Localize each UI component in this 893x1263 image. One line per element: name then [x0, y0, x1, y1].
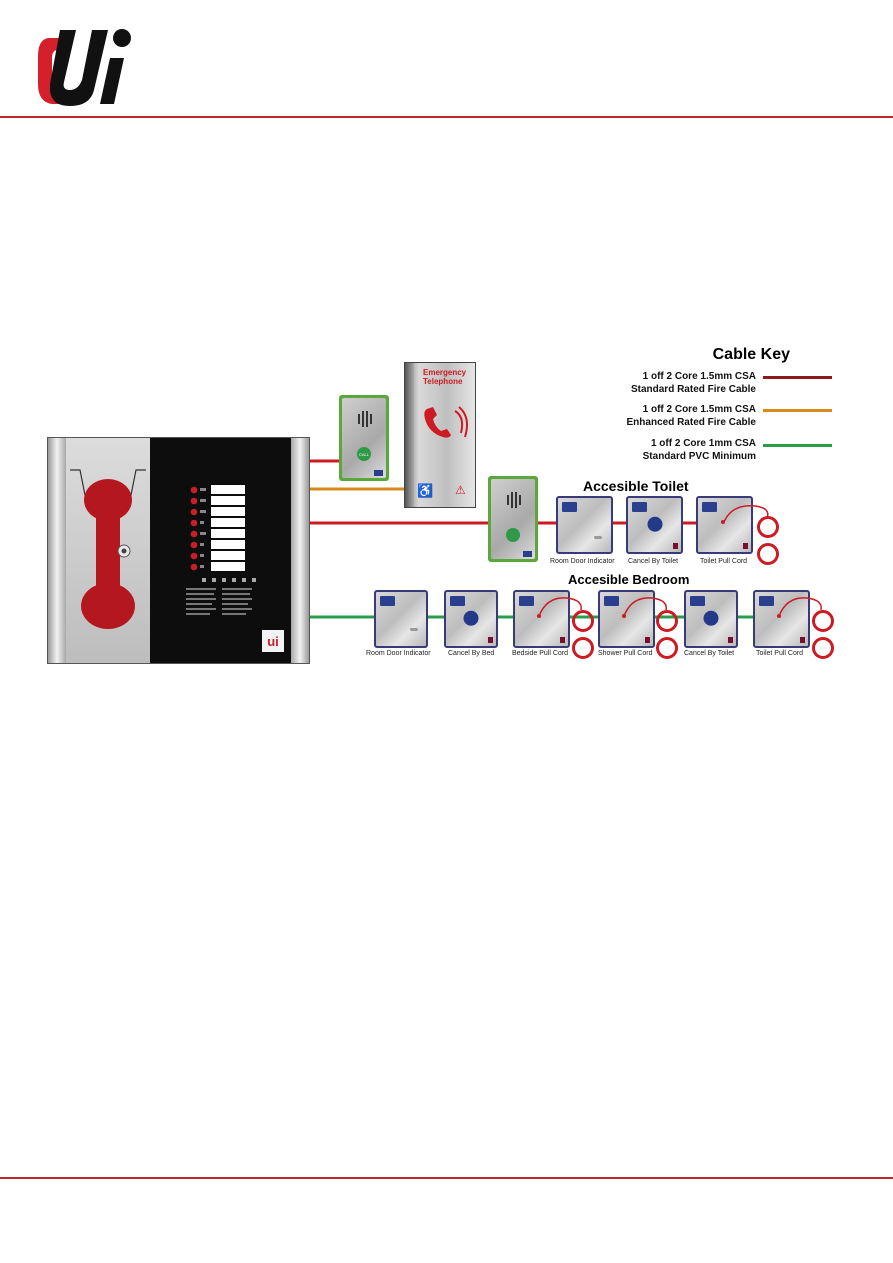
pull-cord-ring-bedroom-toilet-lower[interactable] — [812, 637, 834, 659]
panel-right-hinge — [291, 438, 309, 663]
bedroom-device-label-3: Bedside Pull Cord — [512, 650, 569, 657]
bedroom-bedside-pull-cord — [513, 590, 570, 648]
bedroom-toilet-pull-cord — [753, 590, 810, 648]
call-unit-upper: CALL — [339, 395, 389, 481]
cancel-button[interactable] — [647, 516, 662, 532]
bedroom-shower-pull-cord — [598, 590, 655, 648]
brand-logo — [30, 18, 140, 108]
cable-key-title: Cable Key — [712, 346, 790, 363]
toilet-device-label-2: Cancel By Toilet — [628, 558, 679, 565]
cable-key-entry-1-line2: Standard Rated Fire Cable — [630, 384, 756, 395]
call-unit-toilet — [488, 476, 538, 562]
emergency-telephone-label-line2: Telephone — [423, 377, 463, 386]
cable-key-swatch-enhanced-fire — [763, 409, 832, 412]
bedroom-device-label-1: Room Door Indicator — [366, 650, 431, 657]
bedroom-device-label-2: Cancel By Bed — [448, 650, 495, 657]
panel-left-hinge — [48, 438, 66, 663]
call-button-label: CALL — [359, 452, 370, 457]
accessible-wc-icon — [632, 502, 647, 512]
pull-cord-ring-bedroom-toilet-upper[interactable] — [812, 610, 834, 632]
bedroom-device-label-5: Cancel By Toilet — [684, 650, 735, 657]
bedroom-room-door-indicator — [374, 590, 428, 648]
cable-key-entry-3-line2: Standard PVC Minimum — [642, 451, 756, 462]
pull-cord-ring-toilet-lower[interactable] — [757, 543, 779, 565]
running-person-icon: ⚠ — [455, 483, 466, 497]
accessible-wc-icon — [380, 596, 395, 606]
control-panel: ui — [47, 437, 310, 664]
handset-bay — [66, 438, 150, 663]
cable-key-entry-2-line2: Enhanced Rated Fire Cable — [626, 417, 756, 428]
cable-key-swatch-standard-fire — [763, 376, 832, 379]
accessible-wc-icon — [519, 596, 534, 606]
svg-text:ui: ui — [267, 634, 279, 649]
bedside-pull-cord-rope — [537, 597, 582, 618]
bedroom-cancel-by-toilet — [684, 590, 738, 648]
bedroom-device-label-4: Shower Pull Cord — [598, 650, 653, 657]
emergency-telephone-label-line1: Emergency — [423, 368, 467, 377]
toilet-pull-cord-rope — [721, 505, 769, 524]
accessible-wc-icon — [702, 502, 717, 512]
cable-key-swatch-pvc — [763, 444, 832, 447]
toilet-section-title: Accesible Toilet — [583, 478, 689, 494]
pull-cord-ring-shower-lower[interactable] — [656, 637, 678, 659]
bedroom-cancel-by-bed — [444, 590, 498, 648]
accessible-wc-icon — [604, 596, 619, 606]
accessible-wc-icon — [450, 596, 465, 606]
toilet-pull-cord-rope-bedroom — [777, 597, 822, 618]
emergency-telephone: Emergency Telephone ♿ ⚠ — [404, 362, 476, 508]
pull-cord-ring-shower-upper[interactable] — [656, 610, 678, 632]
cable-key-entry-2-line1: 1 off 2 Core 1.5mm CSA — [642, 404, 756, 415]
shower-pull-cord-rope — [622, 597, 667, 618]
wheelchair-icon: ♿ — [417, 483, 434, 498]
panel-control-face: ui — [150, 438, 291, 663]
pull-cord-ring-bedside-upper[interactable] — [572, 610, 594, 632]
accessible-wc-icon — [690, 596, 705, 606]
cancel-button[interactable] — [463, 610, 479, 626]
cancel-button[interactable] — [703, 610, 719, 626]
toilet-room-door-indicator — [556, 496, 613, 554]
bedroom-section-title: Accesible Bedroom — [568, 572, 690, 587]
header-rule — [0, 116, 893, 118]
toilet-device-label-1: Room Door Indicator — [550, 558, 615, 565]
footer-rule — [0, 1177, 893, 1179]
cable-key-entry-3-line1: 1 off 2 Core 1mm CSA — [650, 438, 756, 449]
pull-cord-ring-bedside-lower[interactable] — [572, 637, 594, 659]
cable-key-entry-1-line1: 1 off 2 Core 1.5mm CSA — [642, 371, 756, 382]
accessible-wc-icon — [562, 502, 577, 512]
toilet-device-label-3: Toilet Pull Cord — [700, 558, 748, 565]
pull-cord-ring-toilet-upper[interactable] — [757, 516, 779, 538]
accessible-wc-icon — [759, 596, 774, 606]
toilet-cancel-by-toilet — [626, 496, 683, 554]
bedroom-device-label-6: Toilet Pull Cord — [756, 650, 804, 657]
